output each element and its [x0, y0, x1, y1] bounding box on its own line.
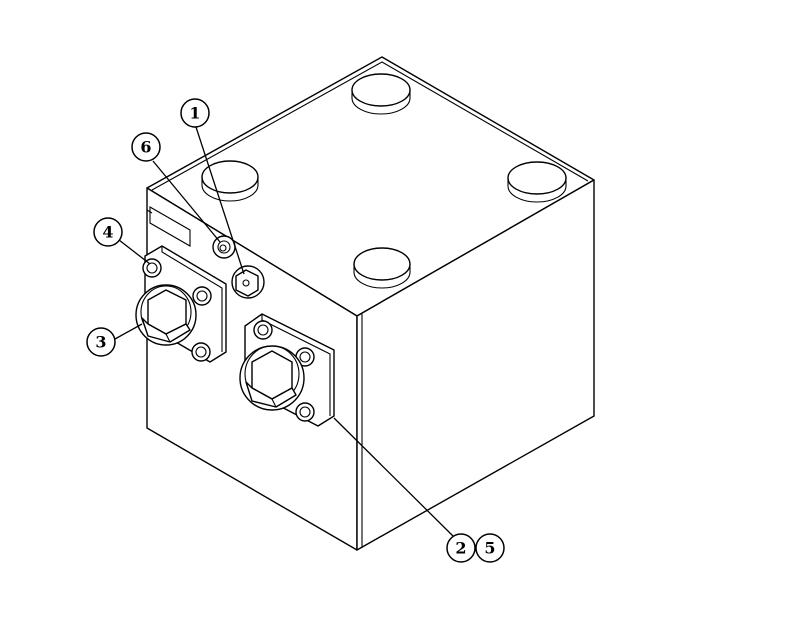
leader-2-5 — [333, 417, 455, 538]
callout-5: 5 — [475, 533, 505, 563]
right-flange-assembly — [239, 313, 335, 427]
callout-2: 2 — [446, 533, 476, 563]
leader-4 — [118, 239, 151, 265]
leader-lines — [114, 126, 455, 538]
right-flange-bolt-bottom — [295, 402, 315, 422]
top-port-left — [201, 160, 259, 202]
callout-5-label: 5 — [484, 539, 495, 558]
callout-1-label: 1 — [189, 104, 200, 123]
left-flange-bolt-top-right — [192, 286, 212, 306]
callout-4-label: 4 — [102, 223, 113, 242]
right-hex-plug — [239, 345, 305, 411]
left-hex-plug — [135, 284, 197, 346]
right-flange-bolt-top-left — [253, 320, 273, 340]
callout-6: 6 — [131, 132, 161, 162]
callout-3: 3 — [86, 327, 116, 357]
small-fittings — [212, 235, 265, 299]
top-ports — [201, 73, 567, 289]
callout-6-label: 6 — [140, 138, 151, 157]
callout-1: 1 — [180, 98, 210, 128]
fitting-1 — [231, 265, 265, 299]
left-flange-bolt-top-left — [142, 258, 162, 278]
leader-6 — [152, 160, 221, 243]
nameplate — [149, 206, 191, 247]
fitting-6 — [212, 235, 236, 259]
callout-2-label: 2 — [455, 539, 466, 558]
block-right-face — [356, 179, 595, 551]
left-flange-bolt-bottom — [191, 342, 211, 362]
leader-1 — [195, 126, 245, 275]
left-flange-assembly — [135, 245, 227, 363]
leader-3 — [114, 323, 143, 340]
callout-3-label: 3 — [95, 333, 106, 352]
callout-4: 4 — [93, 217, 123, 247]
top-port-right — [507, 161, 567, 203]
top-port-back — [351, 73, 411, 115]
top-port-front — [353, 247, 411, 289]
